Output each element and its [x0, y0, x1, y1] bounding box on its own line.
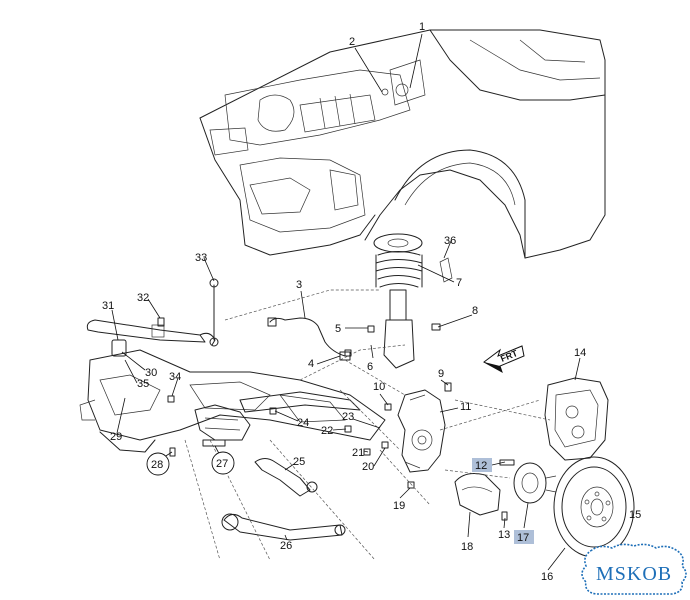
strut-assembly-illustration	[373, 233, 453, 369]
callout-17: 17	[517, 532, 529, 544]
callout-23: 23	[342, 411, 354, 423]
brake-rotor-illustration	[553, 456, 635, 558]
callout-22: 22	[321, 425, 333, 437]
fasteners-illustration	[157, 317, 515, 521]
callout-29: 29	[110, 431, 122, 443]
callout-34: 34	[169, 371, 181, 383]
callout-7: 7	[456, 277, 462, 289]
callout-12-highlight-box	[472, 458, 492, 472]
callout-31: 31	[102, 300, 114, 312]
assembly-dashed-lines	[184, 289, 551, 561]
callout-35: 35	[137, 378, 149, 390]
callout-19: 19	[393, 500, 405, 512]
vehicle-body-illustration	[199, 29, 606, 259]
callout-30: 30	[145, 367, 157, 379]
callout-18: 18	[461, 541, 473, 553]
callout-27: 27	[216, 458, 228, 470]
callout-5: 5	[335, 323, 341, 335]
callout-17-highlight: 17	[514, 530, 534, 544]
callout-13: 13	[498, 529, 510, 541]
hub-bearing-illustration	[513, 462, 557, 504]
callout-15: 15	[629, 509, 641, 521]
callout-leader-lines	[111, 33, 581, 571]
brake-caliper-illustration	[544, 377, 609, 461]
callout-9: 9	[438, 368, 444, 380]
callout-11: 11	[460, 401, 471, 413]
callout-26: 26	[280, 540, 292, 552]
callout-27-circled: 27	[211, 451, 235, 475]
callout-3: 3	[296, 279, 302, 291]
callout-20: 20	[362, 461, 374, 473]
stabilizer-link-illustration	[209, 278, 219, 347]
callout-12: 12	[475, 460, 487, 472]
callout-8: 8	[472, 305, 478, 317]
subframe-illustration	[79, 349, 386, 453]
callout-2: 2	[349, 36, 355, 48]
callout-10: 10	[373, 381, 385, 393]
callout-21: 21	[352, 447, 364, 459]
callout-6: 6	[367, 361, 373, 373]
callout-28-circled: 28	[146, 452, 170, 476]
callout-1: 1	[419, 21, 425, 33]
stabilizer-bar-illustration	[86, 319, 216, 357]
callout-25: 25	[293, 456, 305, 468]
callout-36: 36	[444, 235, 456, 247]
callout-4: 4	[308, 358, 314, 370]
callout-16: 16	[541, 571, 553, 583]
front-direction-arrow: FRT	[483, 345, 525, 374]
callout-17-highlight-box	[514, 530, 534, 544]
callout-24: 24	[297, 417, 309, 429]
callout-labels: 1 2 3 4 5 6 7 8 9 10 11 12 13 14 15 16 1…	[102, 21, 641, 583]
callout-12-highlight: 12	[472, 458, 492, 472]
callout-33: 33	[195, 252, 207, 264]
callout-28-circle	[146, 452, 170, 476]
watermark-text: MSKOB	[596, 563, 672, 585]
callout-28: 28	[151, 459, 163, 471]
callout-14: 14	[574, 347, 586, 359]
lower-control-arm-illustration	[221, 458, 346, 541]
steering-knuckle-illustration	[397, 389, 446, 473]
callout-27-circle	[211, 451, 235, 475]
splash-shield-illustration	[454, 473, 501, 516]
watermark-badge: MSKOB	[581, 543, 687, 595]
callout-32: 32	[137, 292, 149, 304]
